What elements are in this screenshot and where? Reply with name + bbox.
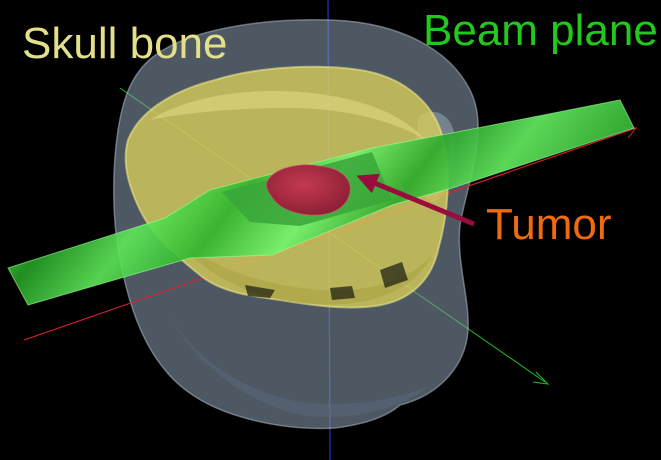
skull-bone-label: Skull bone <box>22 22 227 66</box>
beam-plane-label: Beam plane <box>423 9 658 53</box>
tumor-label: Tumor <box>486 203 612 247</box>
axis-depth-arrowhead <box>533 372 548 384</box>
